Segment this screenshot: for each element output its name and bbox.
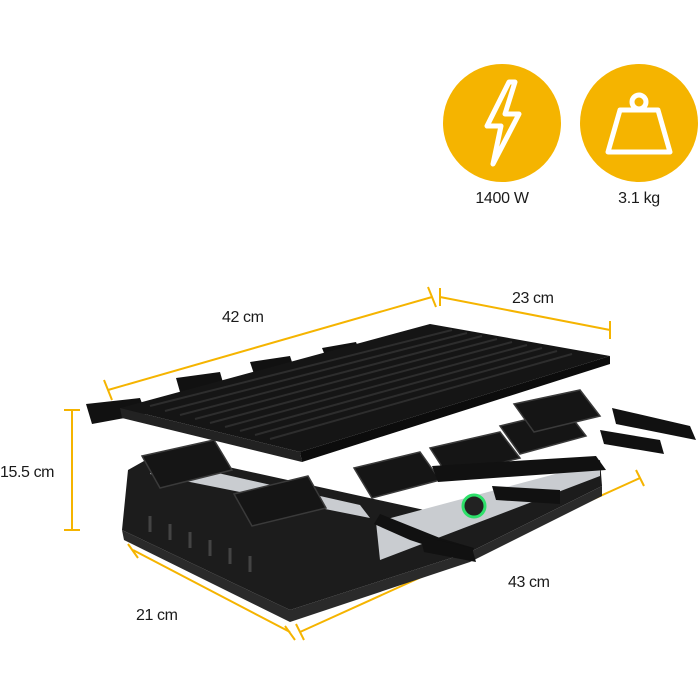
base-length-label: 43 cm	[508, 574, 550, 591]
power-badge	[443, 64, 561, 182]
power-label: 1400 W	[475, 190, 529, 207]
lightning-bolt-icon	[484, 79, 522, 167]
weight-badge	[580, 64, 698, 182]
control-knob	[461, 493, 487, 519]
grill-plate-width-label: 23 cm	[512, 290, 554, 307]
weight-label: 3.1 kg	[618, 190, 660, 207]
weight-icon	[605, 92, 673, 155]
base-width-label: 21 cm	[136, 607, 178, 624]
grill-plate	[120, 324, 610, 462]
height-label: 15.5 cm	[0, 464, 55, 481]
grill-plate-length-label: 42 cm	[222, 309, 264, 326]
